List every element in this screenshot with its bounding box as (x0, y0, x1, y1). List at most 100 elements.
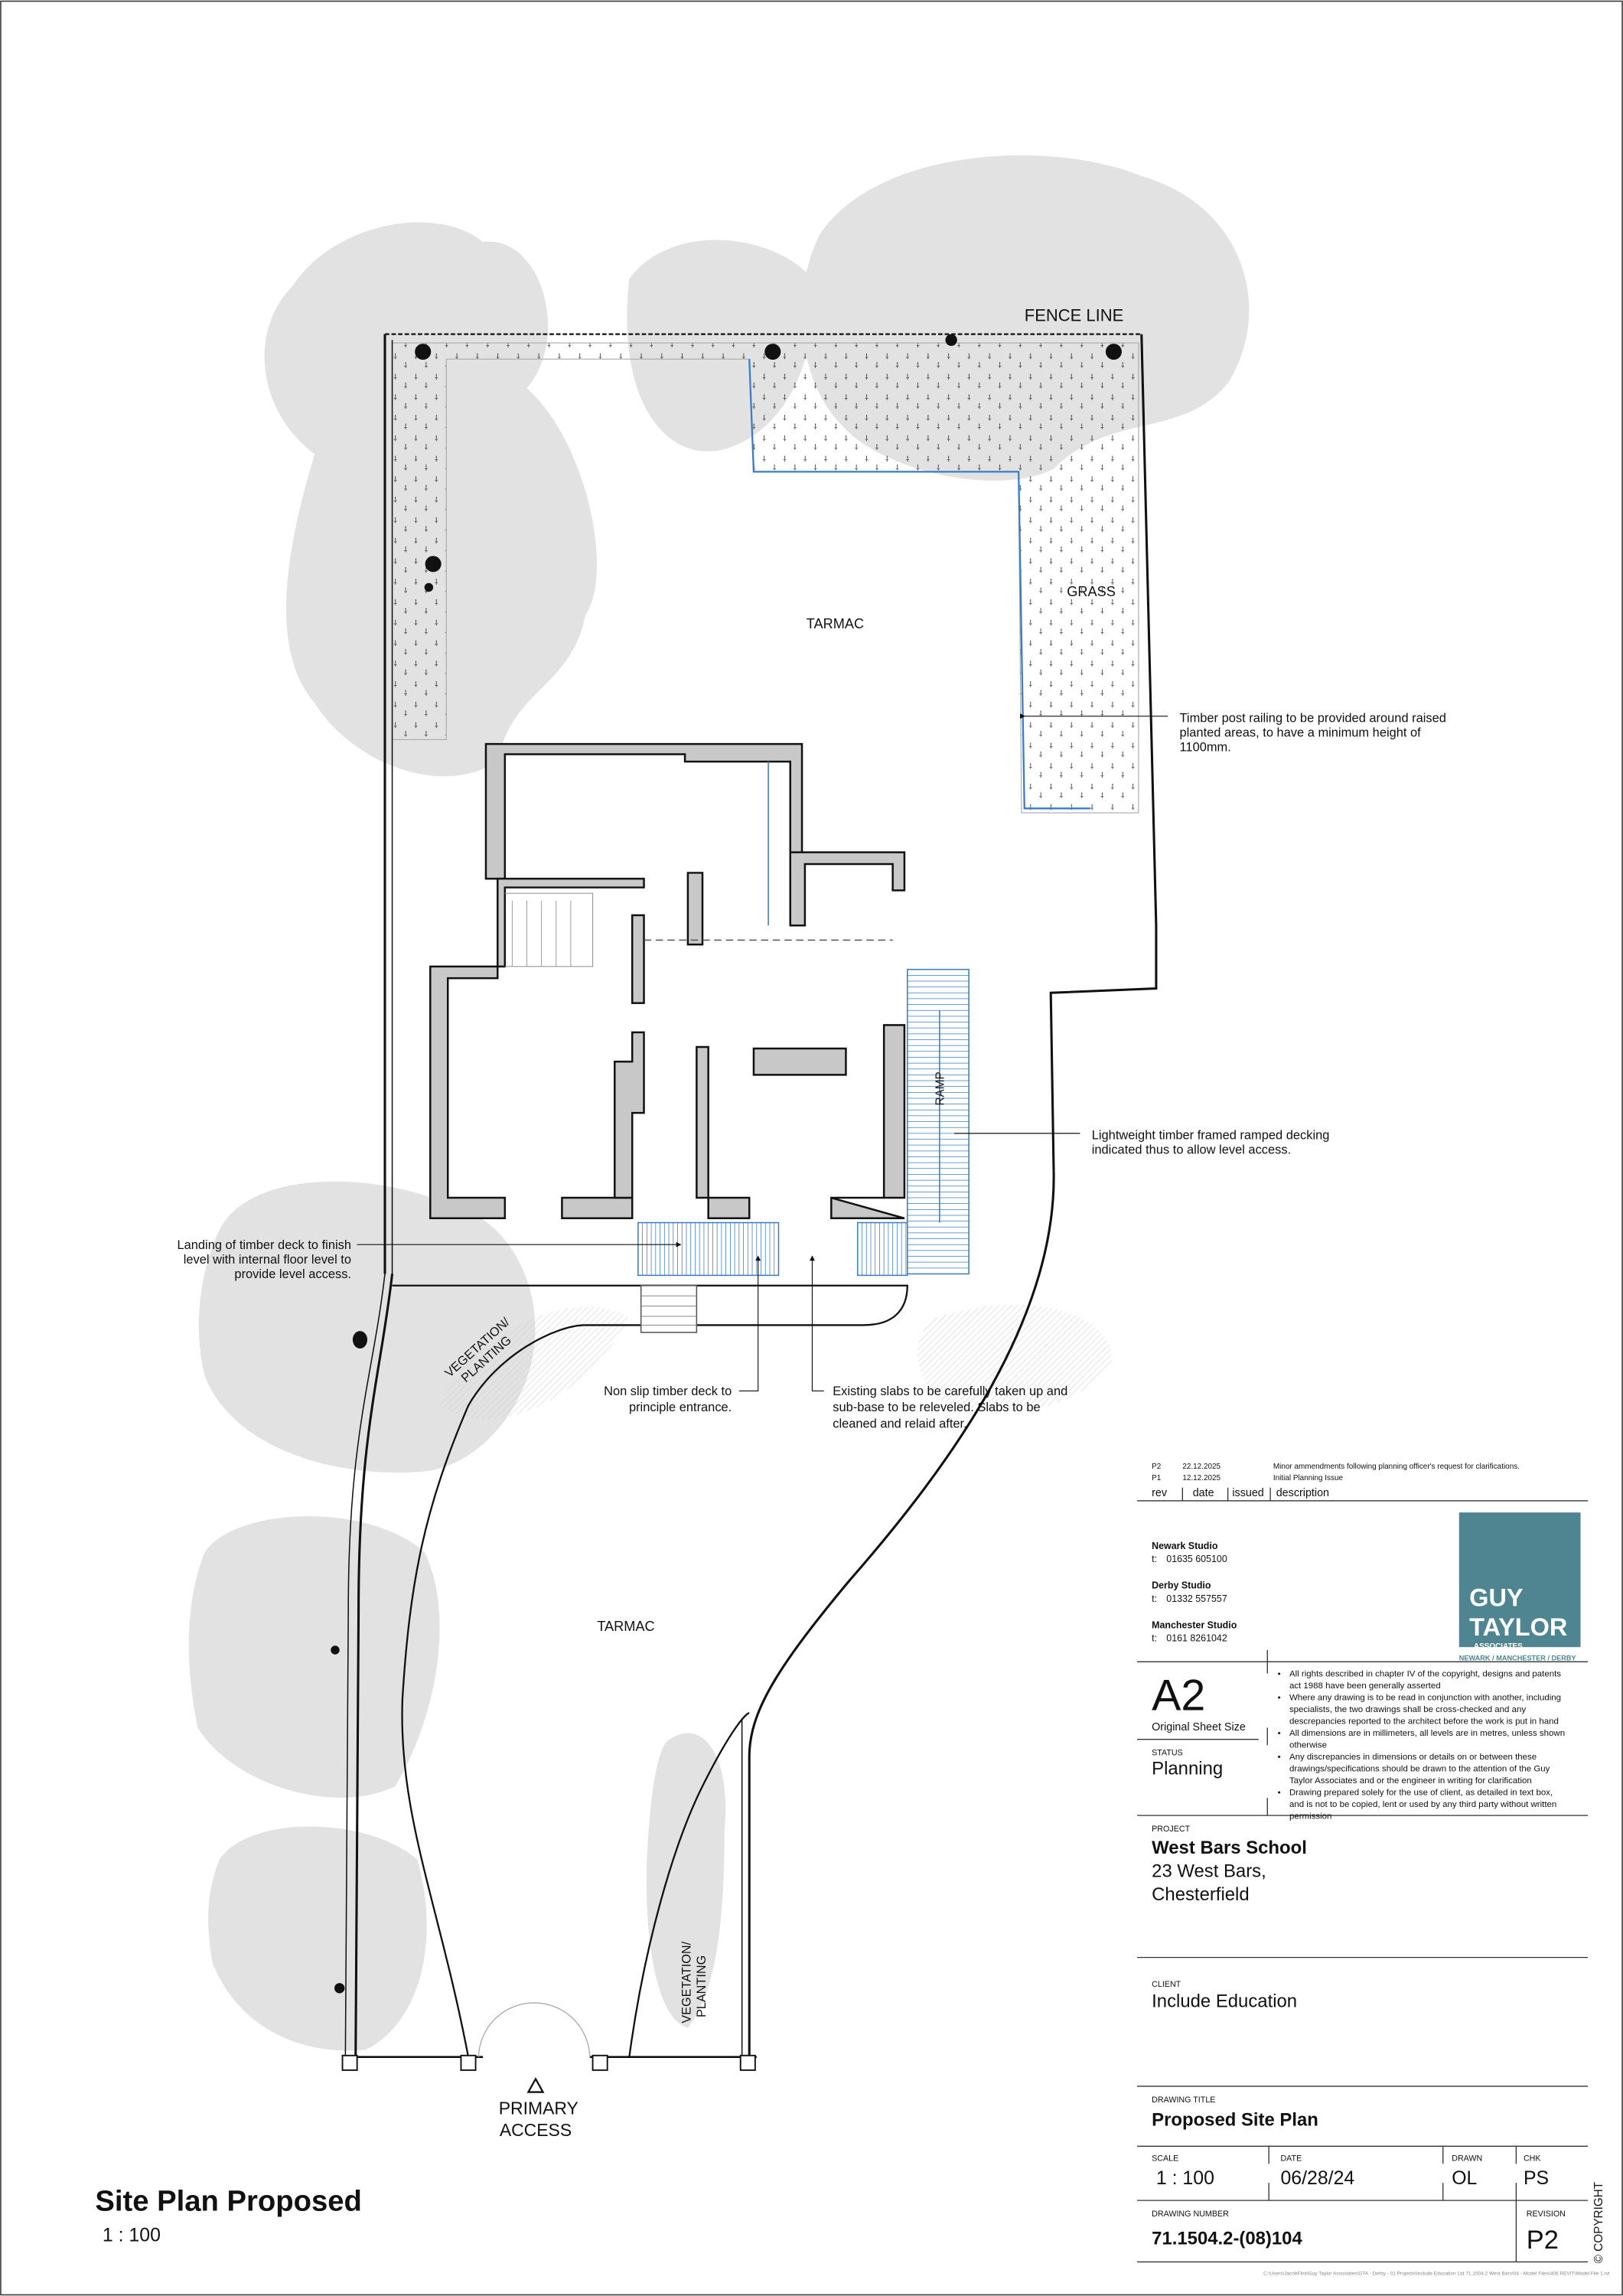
sheet-info: A2 Original Sheet Size STATUS Planning (1152, 1671, 1246, 1779)
svg-text:date: date (1193, 1487, 1214, 1499)
svg-text:issued: issued (1232, 1487, 1263, 1499)
tarmac-label: TARMAC (597, 1619, 654, 1634)
tarmac-label: TARMAC (807, 616, 864, 631)
disclaimer-line: Taylor Associates and or the engineer in… (1289, 1776, 1532, 1786)
svg-text:0161 8261042: 0161 8261042 (1166, 1633, 1227, 1644)
studio-contacts: Newark Studio t: 01635 605100 Derby Stud… (1152, 1541, 1237, 1643)
svg-text:level with internal floor leve: level with internal floor level to (184, 1253, 351, 1267)
svg-text:C:\Users\JacobFlint\Guy Taylor: C:\Users\JacobFlint\Guy Taylor Associate… (1263, 2272, 1610, 2277)
svg-text:Initial Planning Issue: Initial Planning Issue (1273, 1474, 1344, 1482)
svg-text:PLANTING: PLANTING (695, 1955, 709, 2017)
disclaimer-line: All rights described in chapter IV of th… (1289, 1669, 1561, 1678)
disclaimer-notes: • All rights described in chapter IV of t… (1278, 1669, 1565, 1821)
site-boundary (341, 333, 1158, 2071)
drawing-info: DRAWING TITLE Proposed Site Plan SCALE 1… (1152, 2095, 1610, 2277)
bullet: • (1278, 1669, 1281, 1678)
note-ramped-decking: Lightweight timber framed ramped decking… (953, 1129, 1330, 1157)
primary-access-label: ACCESS (500, 2120, 572, 2140)
svg-text:CHK: CHK (1524, 2154, 1541, 2163)
svg-text:planted areas, to have a minim: planted areas, to have a minimum height … (1180, 726, 1422, 740)
logo-panel (1458, 1512, 1581, 1648)
svg-text:71.1504.2-(08)104: 71.1504.2-(08)104 (1152, 2228, 1302, 2249)
bullet: • (1278, 1693, 1281, 1702)
svg-text:Non slip timber deck to: Non slip timber deck to (604, 1384, 732, 1398)
svg-text:Timber post railing to be prov: Timber post railing to be provided aroun… (1180, 711, 1446, 725)
svg-text:PS: PS (1524, 2167, 1549, 2189)
note-non-slip: Non slip timber deck to principle entran… (604, 1255, 761, 1414)
timber-decking (637, 968, 970, 1333)
disclaimer-line: All dimensions are in millimeters, all l… (1289, 1729, 1565, 1738)
svg-text:06/28/24: 06/28/24 (1280, 2167, 1354, 2189)
svg-text:GUY: GUY (1469, 1584, 1524, 1612)
svg-text:01635 605100: 01635 605100 (1166, 1554, 1227, 1564)
svg-text:01332 557557: 01332 557557 (1166, 1593, 1227, 1604)
note-slabs: Existing slabs to be carefully taken up … (810, 1255, 1067, 1430)
revision-table: P2 22.12.2025 Minor ammendments followin… (1152, 1463, 1520, 1499)
svg-text:OL: OL (1452, 2167, 1477, 2189)
bullet: • (1278, 1753, 1281, 1762)
svg-text:Derby Studio: Derby Studio (1152, 1580, 1211, 1591)
disclaimer-line: drawings/specifications should be drawn … (1289, 1764, 1550, 1773)
svg-text:23 West Bars,: 23 West Bars, (1152, 1861, 1266, 1881)
title-block: P2 22.12.2025 Minor ammendments followin… (1137, 1463, 1610, 2277)
svg-text:t:: t: (1152, 1633, 1157, 1644)
svg-text:Planning: Planning (1152, 1759, 1223, 1779)
svg-text:SCALE: SCALE (1152, 2154, 1178, 2163)
disclaimer-line: otherwise (1289, 1740, 1327, 1750)
disclaimer-line: act 1988 have been generally asserted (1289, 1681, 1441, 1691)
tree-markers (331, 334, 1122, 1994)
note-landing: Landing of timber deck to finish level w… (177, 1238, 682, 1281)
note-railing: Timber post railing to be provided aroun… (1020, 711, 1446, 755)
svg-text:1100mm.: 1100mm. (1180, 741, 1231, 755)
svg-text:West Bars School: West Bars School (1152, 1838, 1307, 1858)
svg-text:Chesterfield: Chesterfield (1152, 1884, 1249, 1905)
svg-text:rev: rev (1152, 1487, 1168, 1499)
disclaimer-line: descrepancies reported to the architect … (1289, 1717, 1559, 1726)
svg-text:principle entrance.: principle entrance. (629, 1401, 732, 1414)
disclaimer-line: Any discrepancies in dimensions or detai… (1289, 1753, 1537, 1762)
project-info: PROJECT West Bars School 23 West Bars, C… (1152, 1825, 1307, 1905)
svg-text:VEGETATION/: VEGETATION/ (680, 1941, 694, 2023)
svg-text:indicated thus to allow level: indicated thus to allow level access. (1092, 1143, 1291, 1157)
svg-text:cleaned and relaid after.: cleaned and relaid after. (833, 1417, 966, 1430)
svg-text:A2: A2 (1152, 1671, 1205, 1720)
svg-text:CLIENT: CLIENT (1152, 1980, 1181, 1989)
svg-text:TAYLOR: TAYLOR (1469, 1613, 1567, 1641)
grass-areas (391, 342, 1139, 814)
svg-text:1 : 100: 1 : 100 (1156, 2167, 1214, 2189)
svg-text:DRAWN: DRAWN (1452, 2154, 1482, 2163)
svg-text:Existing slabs to be carefully: Existing slabs to be carefully taken up … (833, 1384, 1067, 1398)
disclaimer-line: Where any drawing is to be read in conju… (1289, 1693, 1561, 1702)
company-logo: GUY TAYLOR ASSOCIATES NEWARK / MANCHESTE… (1458, 1512, 1581, 1662)
svg-text:sub-base to be releveled. Slab: sub-base to be releveled. Slabs to be (833, 1401, 1040, 1414)
svg-text:© COPYRIGHT: © COPYRIGHT (1592, 2182, 1605, 2263)
svg-text:22.12.2025: 22.12.2025 (1182, 1463, 1221, 1471)
svg-text:Minor ammendments following pl: Minor ammendments following planning off… (1273, 1463, 1520, 1471)
svg-text:Landing of timber deck to fini: Landing of timber deck to finish (177, 1238, 351, 1252)
view-scale: 1 : 100 (103, 2225, 161, 2246)
bullet: • (1278, 1729, 1281, 1738)
svg-text:REVISION: REVISION (1527, 2210, 1566, 2219)
disclaimer-line: Drawing prepared solely for the use of c… (1289, 1788, 1553, 1797)
primary-access-label: PRIMARY (499, 2098, 578, 2118)
svg-text:NEWARK / MANCHESTER / DERBY: NEWARK / MANCHESTER / DERBY (1459, 1654, 1576, 1662)
svg-text:DRAWING NUMBER: DRAWING NUMBER (1152, 2210, 1229, 2219)
svg-text:Manchester Studio: Manchester Studio (1152, 1619, 1237, 1630)
ramp-label: RAMP (934, 1071, 947, 1105)
svg-text:Include Education: Include Education (1152, 1991, 1297, 2012)
svg-text:ASSOCIATES: ASSOCIATES (1474, 1642, 1523, 1651)
svg-text:Original Sheet Size: Original Sheet Size (1152, 1721, 1246, 1733)
disclaimer-line: specialists, the two drawings shall be c… (1289, 1705, 1526, 1714)
svg-text:PROJECT: PROJECT (1152, 1825, 1190, 1834)
view-title: Site Plan Proposed (95, 2184, 362, 2217)
svg-text:t:: t: (1152, 1554, 1157, 1564)
svg-text:Newark Studio: Newark Studio (1152, 1541, 1218, 1551)
svg-text:Lightweight timber framed ramp: Lightweight timber framed ramped decking (1092, 1129, 1330, 1143)
vegetation-label: VEGETATION/ PLANTING (680, 1941, 709, 2023)
grass-label: GRASS (1067, 584, 1116, 599)
svg-text:P2: P2 (1527, 2226, 1559, 2255)
svg-text:DATE: DATE (1280, 2154, 1302, 2163)
bullet: • (1278, 1788, 1281, 1797)
